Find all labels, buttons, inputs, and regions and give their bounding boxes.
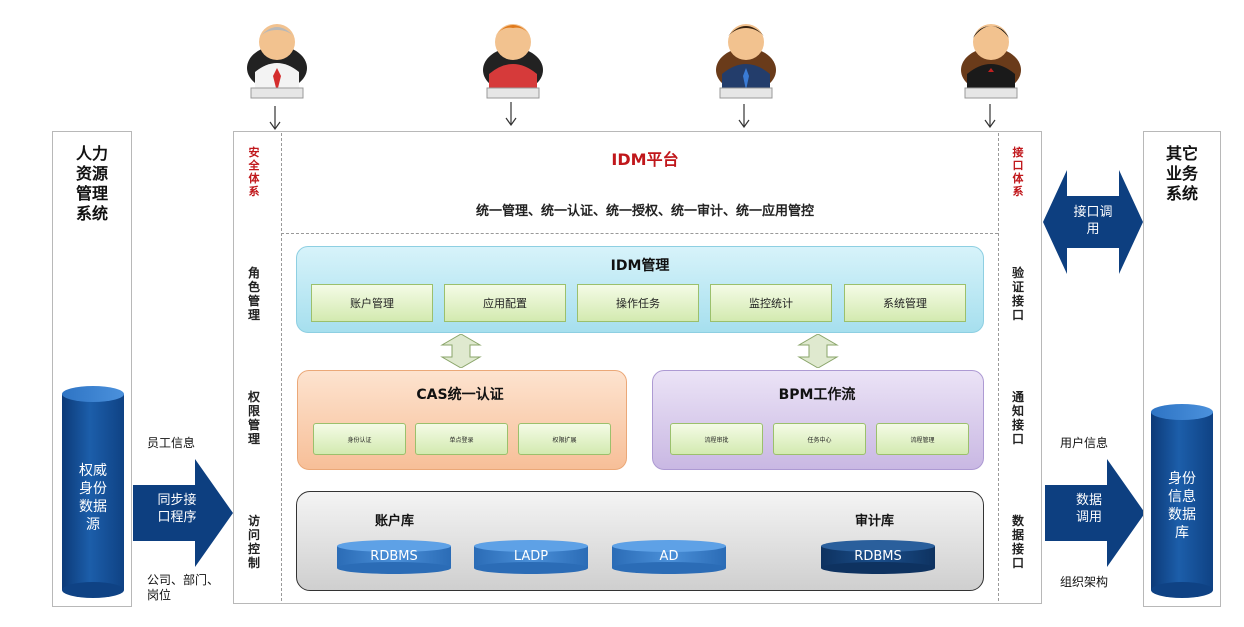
right-arrow-icon <box>133 459 233 567</box>
user-avatar-icon <box>247 24 307 99</box>
audit-rdbms-label: RDBMS <box>854 549 902 564</box>
cas-auth-title: CAS统一认证 <box>416 387 504 403</box>
interface-call-label: 接口调用 <box>1073 205 1113 237</box>
single-sign-on-button[interactable]: 单点登录 <box>415 423 508 455</box>
idm-management-title: IDM管理 <box>610 258 670 274</box>
other-business-system-title: 其它业务 系统 <box>1165 144 1198 203</box>
process-management-button[interactable]: 流程管理 <box>876 423 969 455</box>
down-arrow-icon <box>269 106 281 130</box>
platform-subtitle: 统一管理、统一认证、统一授权、统一审计、统一应用管控 <box>475 204 814 219</box>
data-call-label: 数据调用 <box>1075 493 1102 525</box>
account-management-button[interactable]: 账户管理 <box>311 284 433 322</box>
role-management-label: 角色 管理 <box>247 266 260 322</box>
user-avatar-icon <box>716 24 776 99</box>
permission-management-label: 权限 管理 <box>247 390 260 446</box>
header-divider <box>281 233 998 234</box>
ad-cylinder: AD <box>612 540 726 574</box>
ldap-cylinder: LADP <box>474 540 588 574</box>
permission-extension-button[interactable]: 权限扩展 <box>518 423 611 455</box>
rdbms-label: RDBMS <box>370 549 418 564</box>
sync-program-label: 同步接口程序 <box>157 493 197 525</box>
monitor-stats-button[interactable]: 监控统计 <box>710 284 832 322</box>
app-config-button[interactable]: 应用配置 <box>444 284 566 322</box>
task-center-button[interactable]: 任务中心 <box>773 423 866 455</box>
process-approval-button[interactable]: 流程审批 <box>670 423 763 455</box>
operation-task-button[interactable]: 操作任务 <box>577 284 699 322</box>
rdbms-cylinder: RDBMS <box>337 540 451 574</box>
bpm-workflow-title: BPM工作流 <box>778 387 856 403</box>
employee-info-label: 员工信息 <box>147 436 196 450</box>
right-arrow-icon <box>1045 459 1145 567</box>
double-arrow-icon <box>797 334 839 368</box>
down-arrow-icon <box>984 104 996 128</box>
hr-system-panel: 人力资源 管理系统 权威身份 数据源 <box>52 131 132 607</box>
org-structure-label: 组织架构 <box>1060 575 1109 589</box>
account-store-title: 账户库 <box>375 514 415 529</box>
left-divider <box>281 133 282 601</box>
data-interface-label: 数据 接口 <box>1011 514 1024 570</box>
interface-system-header: 接口 体系 <box>1012 146 1024 198</box>
system-management-button[interactable]: 系统管理 <box>844 284 966 322</box>
double-arrow-icon <box>440 334 482 368</box>
audit-rdbms-cylinder: RDBMS <box>821 540 935 574</box>
interface-call-double-arrow-icon <box>1043 170 1143 274</box>
ad-label: AD <box>659 549 679 564</box>
ldap-label: LADP <box>513 549 549 564</box>
identity-info-db-cylinder: 身份信息 数据库 <box>1151 404 1213 598</box>
user-avatar-icon <box>483 24 543 99</box>
user-info-label: 用户信息 <box>1060 436 1109 450</box>
security-system-header: 安全 体系 <box>248 146 260 198</box>
audit-store-title: 审计库 <box>855 514 895 529</box>
user-avatar-icon <box>961 24 1021 99</box>
down-arrow-icon <box>738 104 750 128</box>
other-business-system-panel: 其它业务 系统 身份信息 数据库 <box>1143 131 1221 607</box>
right-divider <box>998 133 999 601</box>
notify-interface-label: 通知 接口 <box>1011 390 1024 446</box>
identity-auth-button[interactable]: 身份认证 <box>313 423 406 455</box>
platform-title: IDM平台 <box>611 150 679 169</box>
authoritative-identity-source-cylinder: 权威身份 数据源 <box>62 386 124 598</box>
down-arrow-icon <box>505 102 517 126</box>
auth-interface-label: 验证 接口 <box>1011 266 1024 322</box>
access-control-label: 访问 控制 <box>247 514 260 570</box>
hr-system-title: 人力资源 管理系统 <box>75 144 108 223</box>
company-dept-post-label: 公司、部门、岗位 <box>147 573 220 602</box>
